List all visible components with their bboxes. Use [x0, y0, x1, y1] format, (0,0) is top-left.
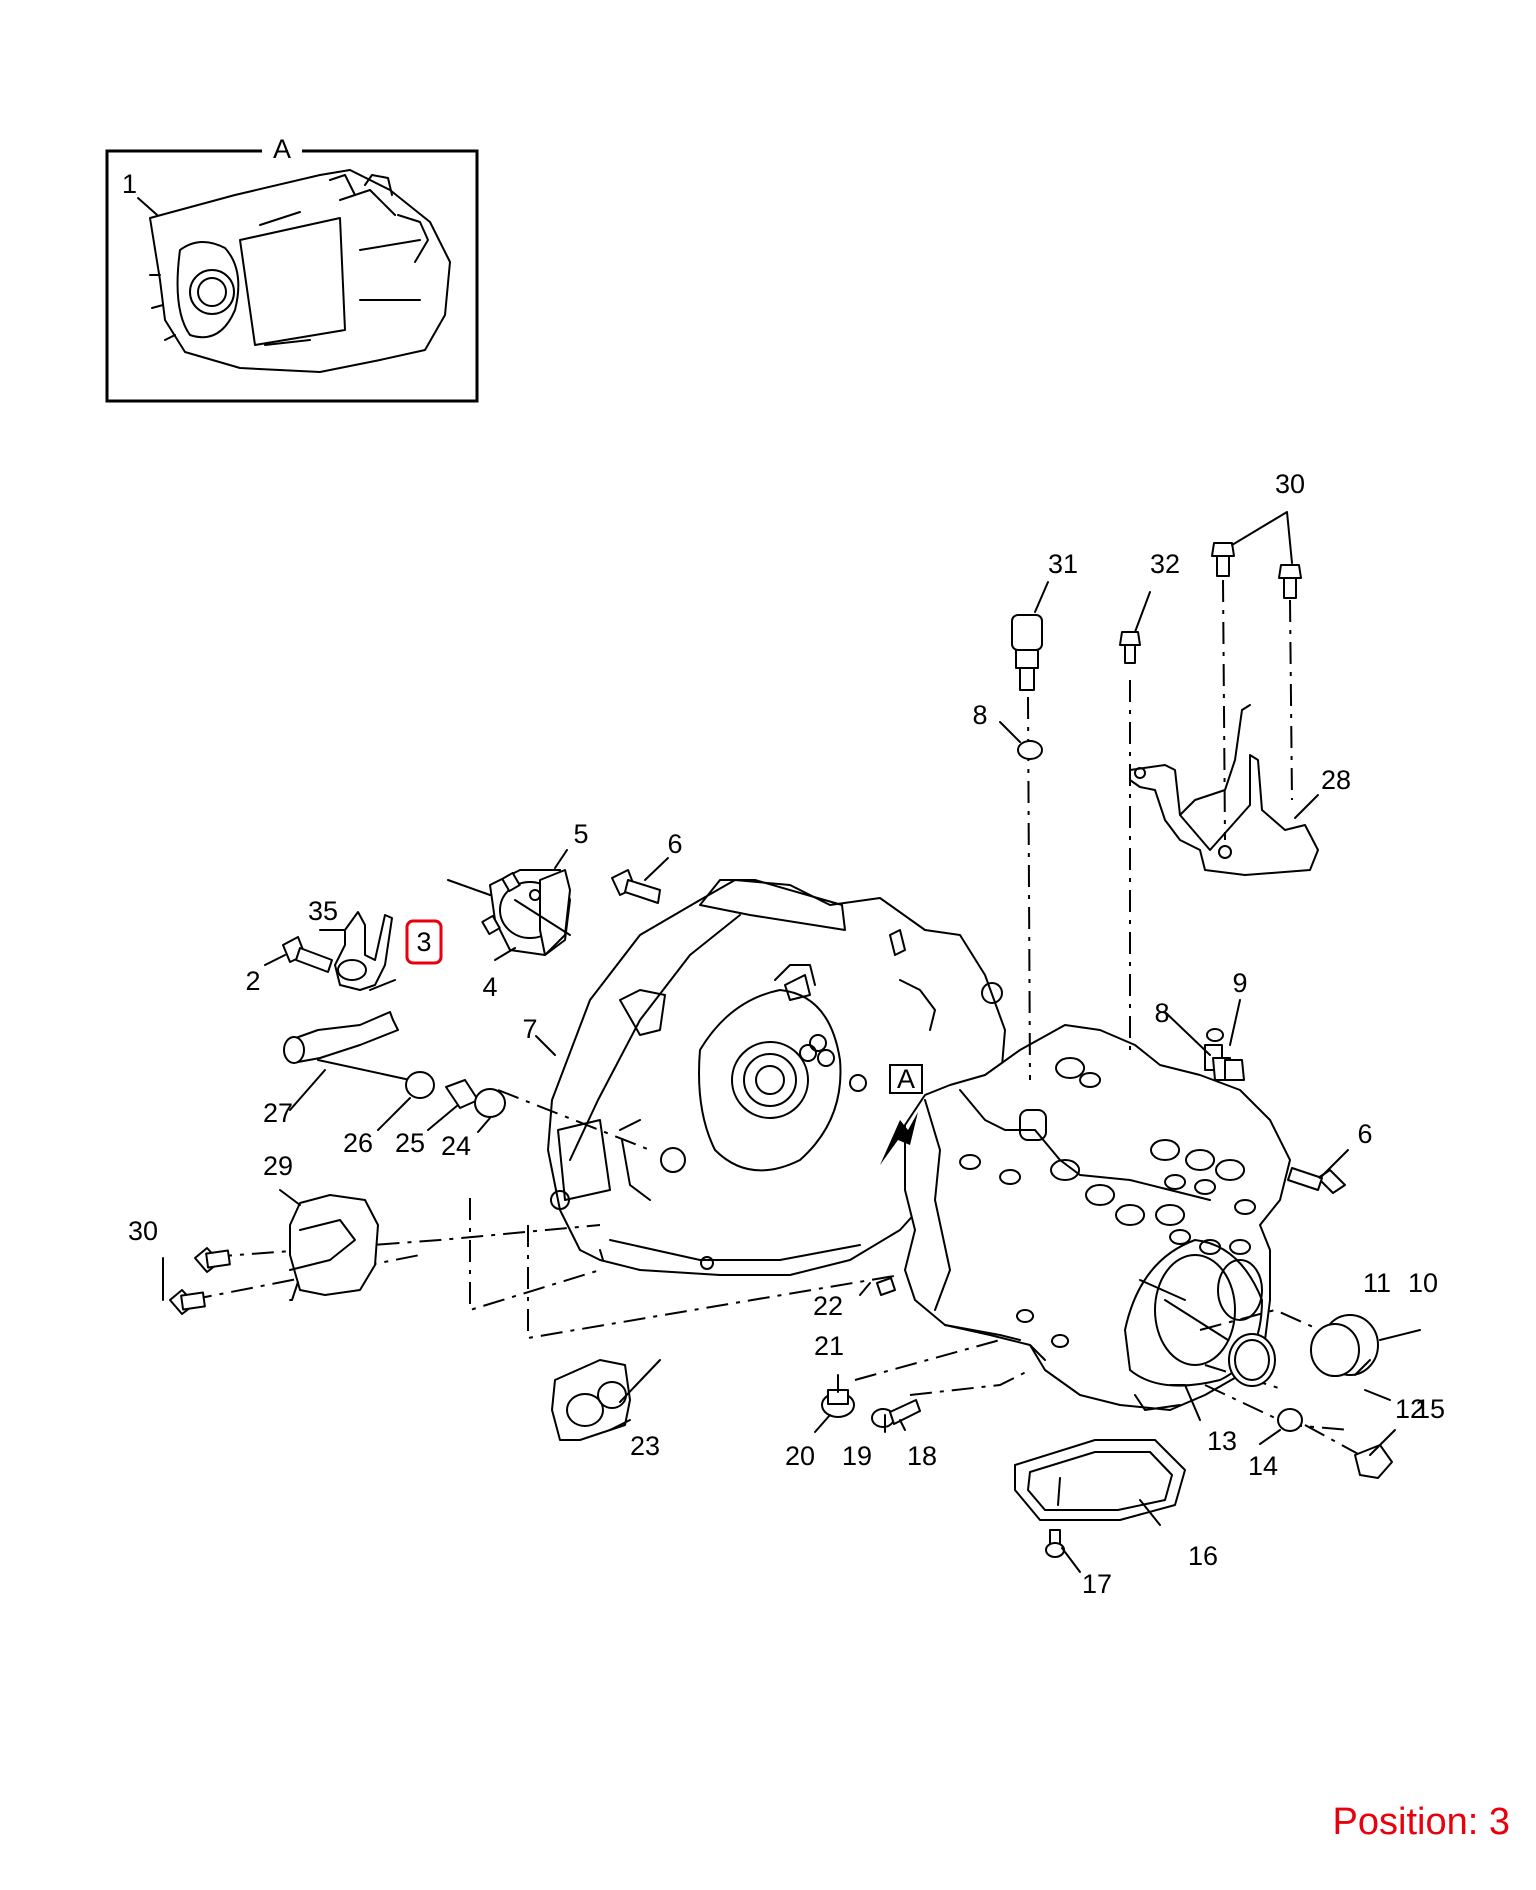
gasket-23	[551, 1359, 631, 1441]
callout-12: 12	[1395, 1394, 1425, 1424]
callout-29: 29	[263, 1151, 293, 1181]
plug-15	[1354, 1444, 1393, 1479]
callout-23: 23	[630, 1431, 660, 1461]
bolt-30-lower-b	[169, 1289, 206, 1315]
callout-32: 32	[1150, 549, 1180, 579]
highlight-box	[405, 919, 443, 965]
inset-view-a: A 1	[105, 134, 479, 403]
callout-10: 10	[1408, 1268, 1438, 1298]
gearbox-casing	[904, 1024, 1291, 1411]
callout-30: 30	[128, 1216, 158, 1246]
drain-plug-20	[821, 1389, 855, 1418]
inset-label: A	[273, 134, 291, 164]
callouts: 31 32 30 8 28 5 6 35 2 4 7 8 9 6 27 26 2…	[128, 469, 1445, 1599]
callout-30: 30	[1275, 469, 1305, 499]
cover-10-11	[1310, 1314, 1379, 1377]
bushing-24	[474, 1088, 506, 1118]
callout-31: 31	[1048, 549, 1078, 579]
callout-5: 5	[573, 819, 588, 849]
callout-4: 4	[482, 972, 497, 1002]
bolt-30-upper-b	[1278, 564, 1302, 599]
plugs-9	[1204, 1028, 1245, 1081]
callout-24: 24	[441, 1131, 471, 1161]
callout-15: 15	[1415, 1394, 1445, 1424]
callout-7: 7	[522, 1014, 537, 1044]
callout-19: 19	[842, 1441, 872, 1471]
callout-35: 35	[308, 896, 338, 926]
callout-14: 14	[1248, 1451, 1278, 1481]
oil-pan-16	[1014, 1439, 1186, 1521]
callout-6: 6	[667, 829, 682, 859]
seal-14	[1277, 1408, 1303, 1432]
view-a-marker-box	[889, 1064, 923, 1094]
callout-3[interactable]: 3	[416, 927, 431, 957]
callout-17: 17	[1082, 1569, 1112, 1599]
callout-6: 6	[1357, 1119, 1372, 1149]
callout-16: 16	[1188, 1541, 1218, 1571]
callout-22: 22	[813, 1291, 843, 1321]
view-arrow-icon	[880, 1112, 918, 1165]
bolt-22	[876, 1277, 896, 1296]
bolt-17	[1045, 1529, 1065, 1558]
bolt-30-lower-a	[194, 1247, 231, 1273]
callout-11: 11	[1363, 1268, 1391, 1298]
callout-13: 13	[1207, 1426, 1237, 1456]
callout-9: 9	[1232, 968, 1247, 998]
bolt-30-upper-a	[1211, 542, 1235, 577]
inset-part-number: 1	[122, 169, 137, 199]
callout-20: 20	[785, 1441, 815, 1471]
bolt-32	[1119, 631, 1141, 664]
sensor-31	[1011, 614, 1043, 691]
slave-cylinder-4	[481, 869, 571, 956]
inset-transmission-housing	[149, 169, 451, 373]
view-a-marker: A	[897, 1064, 915, 1094]
callout-26: 26	[343, 1128, 373, 1158]
washer-26	[405, 1071, 435, 1099]
small-parts: A	[169, 542, 1393, 1558]
callout-8: 8	[972, 700, 987, 730]
bolt-18	[871, 1399, 921, 1428]
position-label: Position: 3	[1332, 1801, 1510, 1843]
bolt-6-upper	[611, 869, 661, 904]
release-fork-3	[334, 911, 393, 991]
callout-27: 27	[263, 1098, 293, 1128]
o-ring-12	[1228, 1333, 1276, 1387]
bolt-6-right	[1287, 1167, 1346, 1194]
callout-8: 8	[1154, 998, 1169, 1028]
cover-29	[289, 1194, 379, 1301]
bolt-2	[282, 936, 333, 973]
shaft-27	[283, 1011, 411, 1081]
leader-lines	[162, 511, 1421, 1573]
heat-shield	[1129, 704, 1319, 876]
callout-21: 21	[814, 1331, 844, 1361]
bushing-25	[445, 1079, 479, 1109]
callout-2: 2	[245, 966, 260, 996]
callout-25: 25	[395, 1128, 425, 1158]
callout-28: 28	[1321, 765, 1351, 795]
callout-18: 18	[907, 1441, 937, 1471]
washer-8-upper	[1017, 740, 1043, 760]
